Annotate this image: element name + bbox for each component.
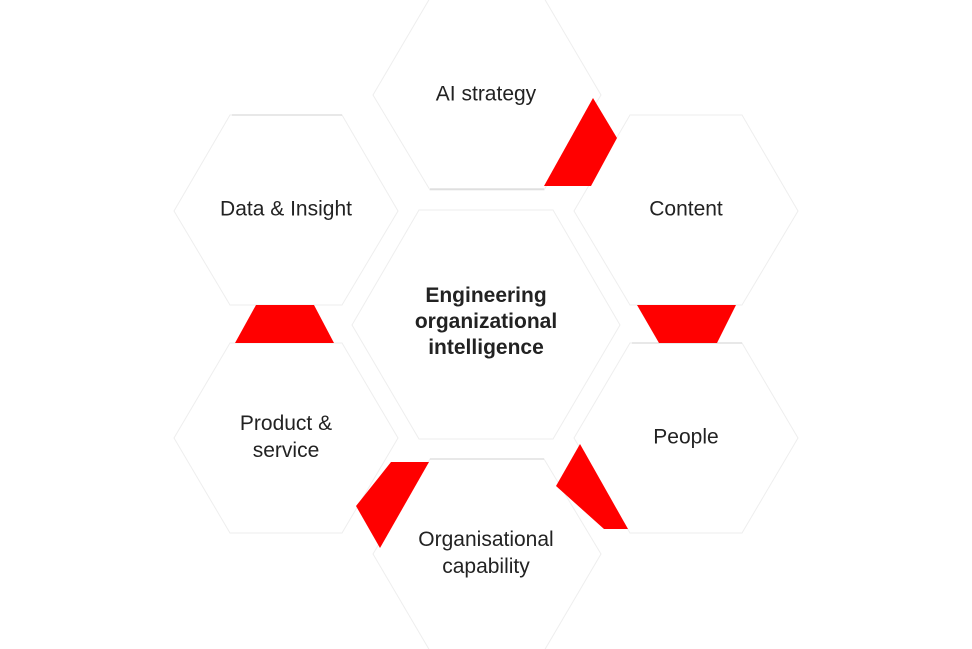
hexagon-center <box>351 209 621 440</box>
node-label-content: Content <box>649 197 723 221</box>
connector-content-people <box>637 305 736 343</box>
node-label-product-service: Product & service <box>239 412 333 462</box>
hexagon-product-service <box>173 342 399 534</box>
hexagon-ai-strategy <box>372 0 602 191</box>
connector-ai-content <box>544 98 617 186</box>
node-label-ai-strategy: AI strategy <box>435 82 537 106</box>
node-label-people: People <box>653 425 719 449</box>
node-label-organisational-capability: Organisational capability <box>418 528 554 578</box>
connector-people-org <box>556 444 628 529</box>
connector-product-data <box>235 305 334 343</box>
connector-org-product <box>356 462 429 548</box>
node-label-data-insight: Data & Insight <box>220 197 352 221</box>
hexagon-content <box>573 114 799 306</box>
center-label: Engineering organizational intelligence <box>414 284 558 359</box>
